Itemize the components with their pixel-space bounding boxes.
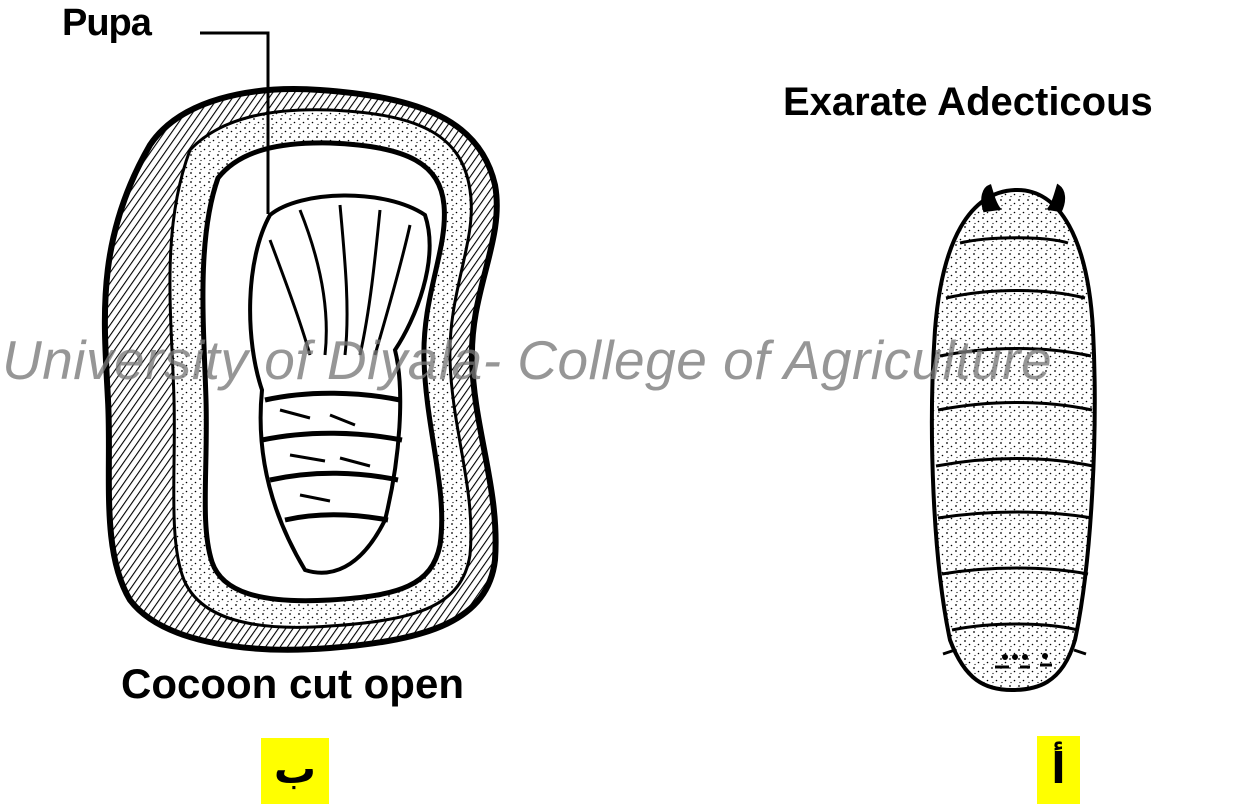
figure-badge-left: ب <box>261 738 329 804</box>
figure-badge-right: أ <box>1037 736 1080 804</box>
exarate-adecticous-title: Exarate Adecticous <box>783 80 1153 125</box>
pupa-label: Pupa <box>62 2 151 45</box>
cocoon-caption: Cocoon cut open <box>121 660 464 708</box>
university-watermark: University of Diyala- College of Agricul… <box>2 328 1052 392</box>
exarate-pupa-illustration <box>932 186 1095 690</box>
